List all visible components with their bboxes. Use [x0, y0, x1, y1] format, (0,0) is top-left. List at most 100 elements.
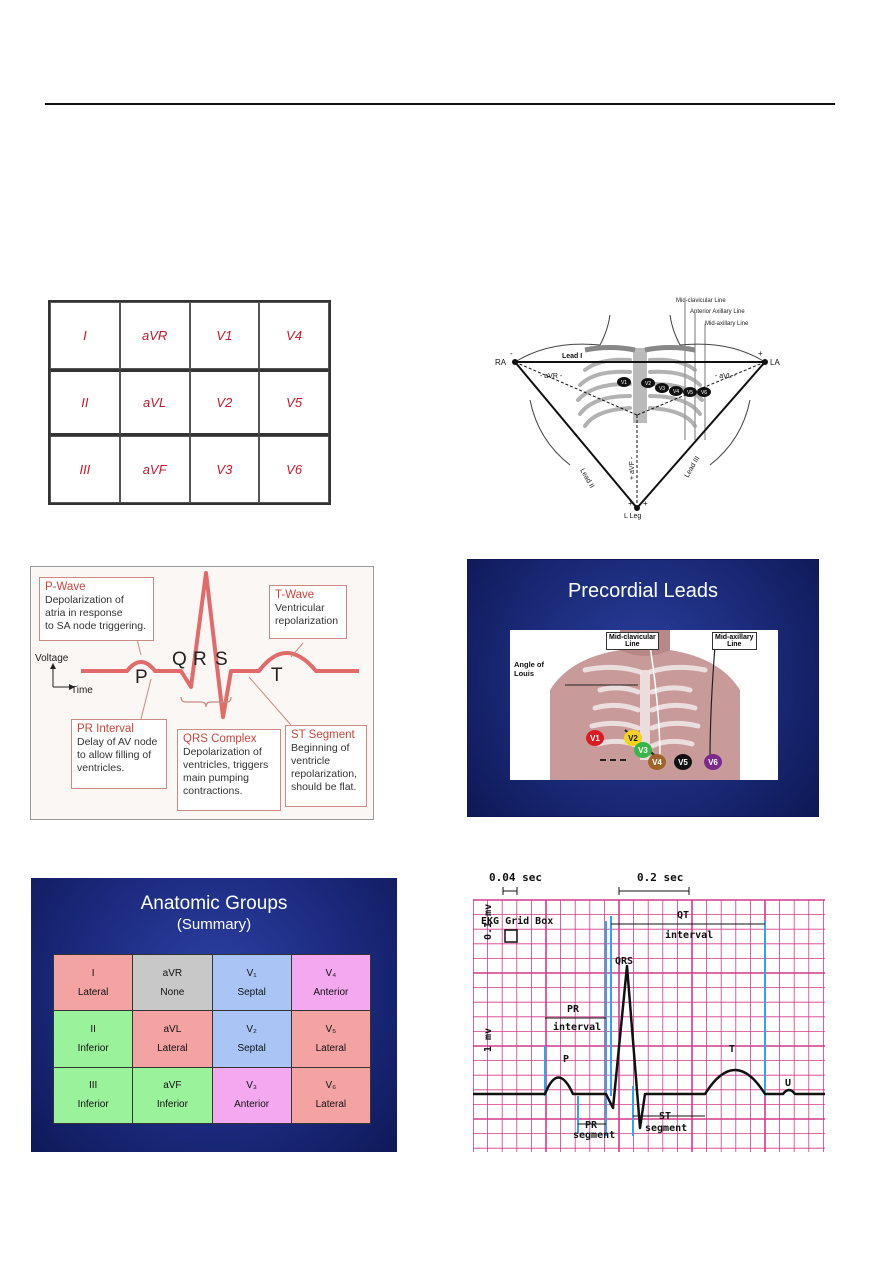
t-wave-title: T-Wave	[275, 589, 315, 601]
large-time-label: 0.2 sec	[637, 871, 683, 884]
q-letter: Q	[172, 649, 187, 670]
la-label: LA	[770, 358, 780, 367]
lead-cell: III	[50, 436, 120, 503]
p-label: P	[563, 1054, 569, 1065]
anatomic-cell: II Inferior	[54, 1011, 133, 1067]
v6-electrode: V6	[704, 754, 722, 770]
anatomic-cell: I Lateral	[54, 955, 133, 1011]
precordial-title: Precordial Leads	[567, 580, 719, 602]
ekg-gridlines	[473, 899, 825, 1152]
t-wave-callout: T-Wave Ventricular repolarization	[269, 585, 347, 639]
anatomic-group: Inferior	[77, 1042, 109, 1054]
t-wave-text: repolarization	[275, 615, 339, 627]
anatomic-lead: III	[88, 1080, 98, 1092]
lead-i-label: Lead I	[562, 353, 582, 360]
anatomic-cell: V₆ Lateral	[291, 1067, 370, 1123]
p-wave-callout: P-Wave Depolarization of atria in respon…	[39, 577, 154, 641]
anatomic-group: Anterior	[234, 1099, 270, 1111]
anatomic-lead: V₅	[325, 1023, 337, 1035]
lead-table: I aVR V1 V4 II aVL V2 V5 III aVF V3 V6	[48, 300, 331, 505]
r-letter: R	[193, 649, 207, 670]
anatomic-group: Anterior	[313, 986, 349, 998]
anatomic-cell: V₂ Septal	[212, 1011, 291, 1067]
anatomic-group: Lateral	[77, 986, 109, 998]
anatomic-lead: V₂	[246, 1023, 257, 1035]
anatomic-title: Anatomic Groups	[140, 893, 288, 914]
lead-cell: aVF	[119, 436, 190, 503]
pr-interval-callout: PR Interval Delay of AV node to allow fi…	[71, 719, 167, 789]
lleg-plus-left: +	[628, 499, 633, 508]
p-wave-text: Depolarization of	[45, 594, 124, 606]
lead-cell: V1	[189, 302, 260, 369]
voltage-label: Voltage	[35, 653, 69, 664]
st-segment-callout: ST Segment Beginning of ventricle repola…	[285, 725, 367, 807]
v3-electrode: V3	[634, 742, 652, 758]
v2-electrode: V2	[624, 730, 642, 746]
st-segment-title: ST Segment	[291, 729, 355, 741]
st-segment-text: Beginning of	[291, 742, 350, 754]
lead-cell: V3	[189, 436, 260, 503]
qt-label: QT	[677, 910, 689, 921]
precordial-leads-slide: Precordial Leads Mid-clavicular Line Mi	[467, 559, 819, 817]
mid-clavicular-box: Mid-clavicular Line	[606, 632, 659, 650]
anatomic-lead: V₃	[246, 1080, 257, 1092]
pr-segment-text: segment	[573, 1130, 615, 1141]
time-label: Time	[71, 685, 93, 696]
mv-small-label: 0.1 mv	[483, 904, 494, 940]
anatomic-lead: II	[90, 1023, 96, 1035]
pr-segment-label: PR	[585, 1120, 598, 1131]
anatomic-lead: V₁	[246, 967, 257, 979]
anatomic-group: Lateral	[315, 1099, 347, 1111]
v4-electrode: V4	[673, 389, 679, 395]
t-label: T	[729, 1044, 735, 1055]
anatomic-lead: V₆	[325, 1080, 337, 1092]
ecg-trace	[50, 571, 359, 726]
anatomic-lead: aVR	[162, 967, 183, 979]
t-wave-text: Ventricular	[275, 602, 325, 614]
lead-cell: II	[50, 369, 120, 436]
mv-large-label: 1 mv	[483, 1028, 494, 1052]
chest-photo: Mid-clavicular Line Mid-axillary Line An…	[510, 630, 778, 780]
angle-text: Louis	[514, 669, 534, 678]
lead-cell: aVL	[119, 369, 190, 436]
lead-cell: aVR	[119, 302, 190, 369]
v3-electrode: V3	[659, 386, 665, 392]
lead-ii-label: Lead II	[578, 468, 595, 490]
grid-box-label: EKG Grid Box	[481, 915, 553, 927]
mid-clavicular-text: Mid-clavicular	[609, 634, 656, 641]
v6-electrode: V6	[701, 390, 707, 396]
pr-interval-text: to allow filling of	[77, 749, 152, 761]
mid-axillary-text: Mid-axillary	[715, 634, 754, 641]
p-wave-text: to SA node triggering.	[45, 620, 146, 632]
anatomic-lead: aVF	[163, 1080, 182, 1092]
pr-label: PR	[567, 1004, 580, 1015]
st-segment-text: ventricle	[291, 755, 331, 767]
lleg-label: L Leg	[624, 513, 641, 520]
lead-iii-label: Lead III	[684, 455, 702, 479]
ekg-grid-diagram: 0.04 sec 0.2 sec EKG Grid Box 0.1 mv 1 m…	[473, 871, 825, 1152]
qrs-complex-callout: QRS Complex Depolarization of ventricles…	[177, 729, 281, 811]
pr-interval-label: interval	[553, 1021, 601, 1033]
p-letter: P	[135, 667, 148, 688]
u-label: U	[785, 1078, 791, 1089]
mid-axillary-text: Line	[727, 641, 742, 648]
st-segment-text: segment	[645, 1123, 687, 1134]
lead-cell: V4	[259, 302, 329, 369]
anatomic-group: Septal	[237, 1042, 266, 1054]
waveform-diagram: P-Wave Depolarization of atria in respon…	[30, 566, 374, 820]
anatomic-group: Septal	[237, 986, 266, 998]
p-wave-text: atria in response	[45, 607, 123, 619]
v2-electrode: V2	[645, 381, 651, 387]
qt-interval-label: interval	[665, 929, 713, 941]
st-segment-text: should be flat.	[291, 781, 357, 793]
ekg-trace	[473, 964, 825, 1130]
anatomic-lead: I	[91, 967, 95, 979]
anatomic-group: None	[160, 986, 185, 998]
mid-axillary-label: Mid-axillary Line	[705, 321, 749, 327]
